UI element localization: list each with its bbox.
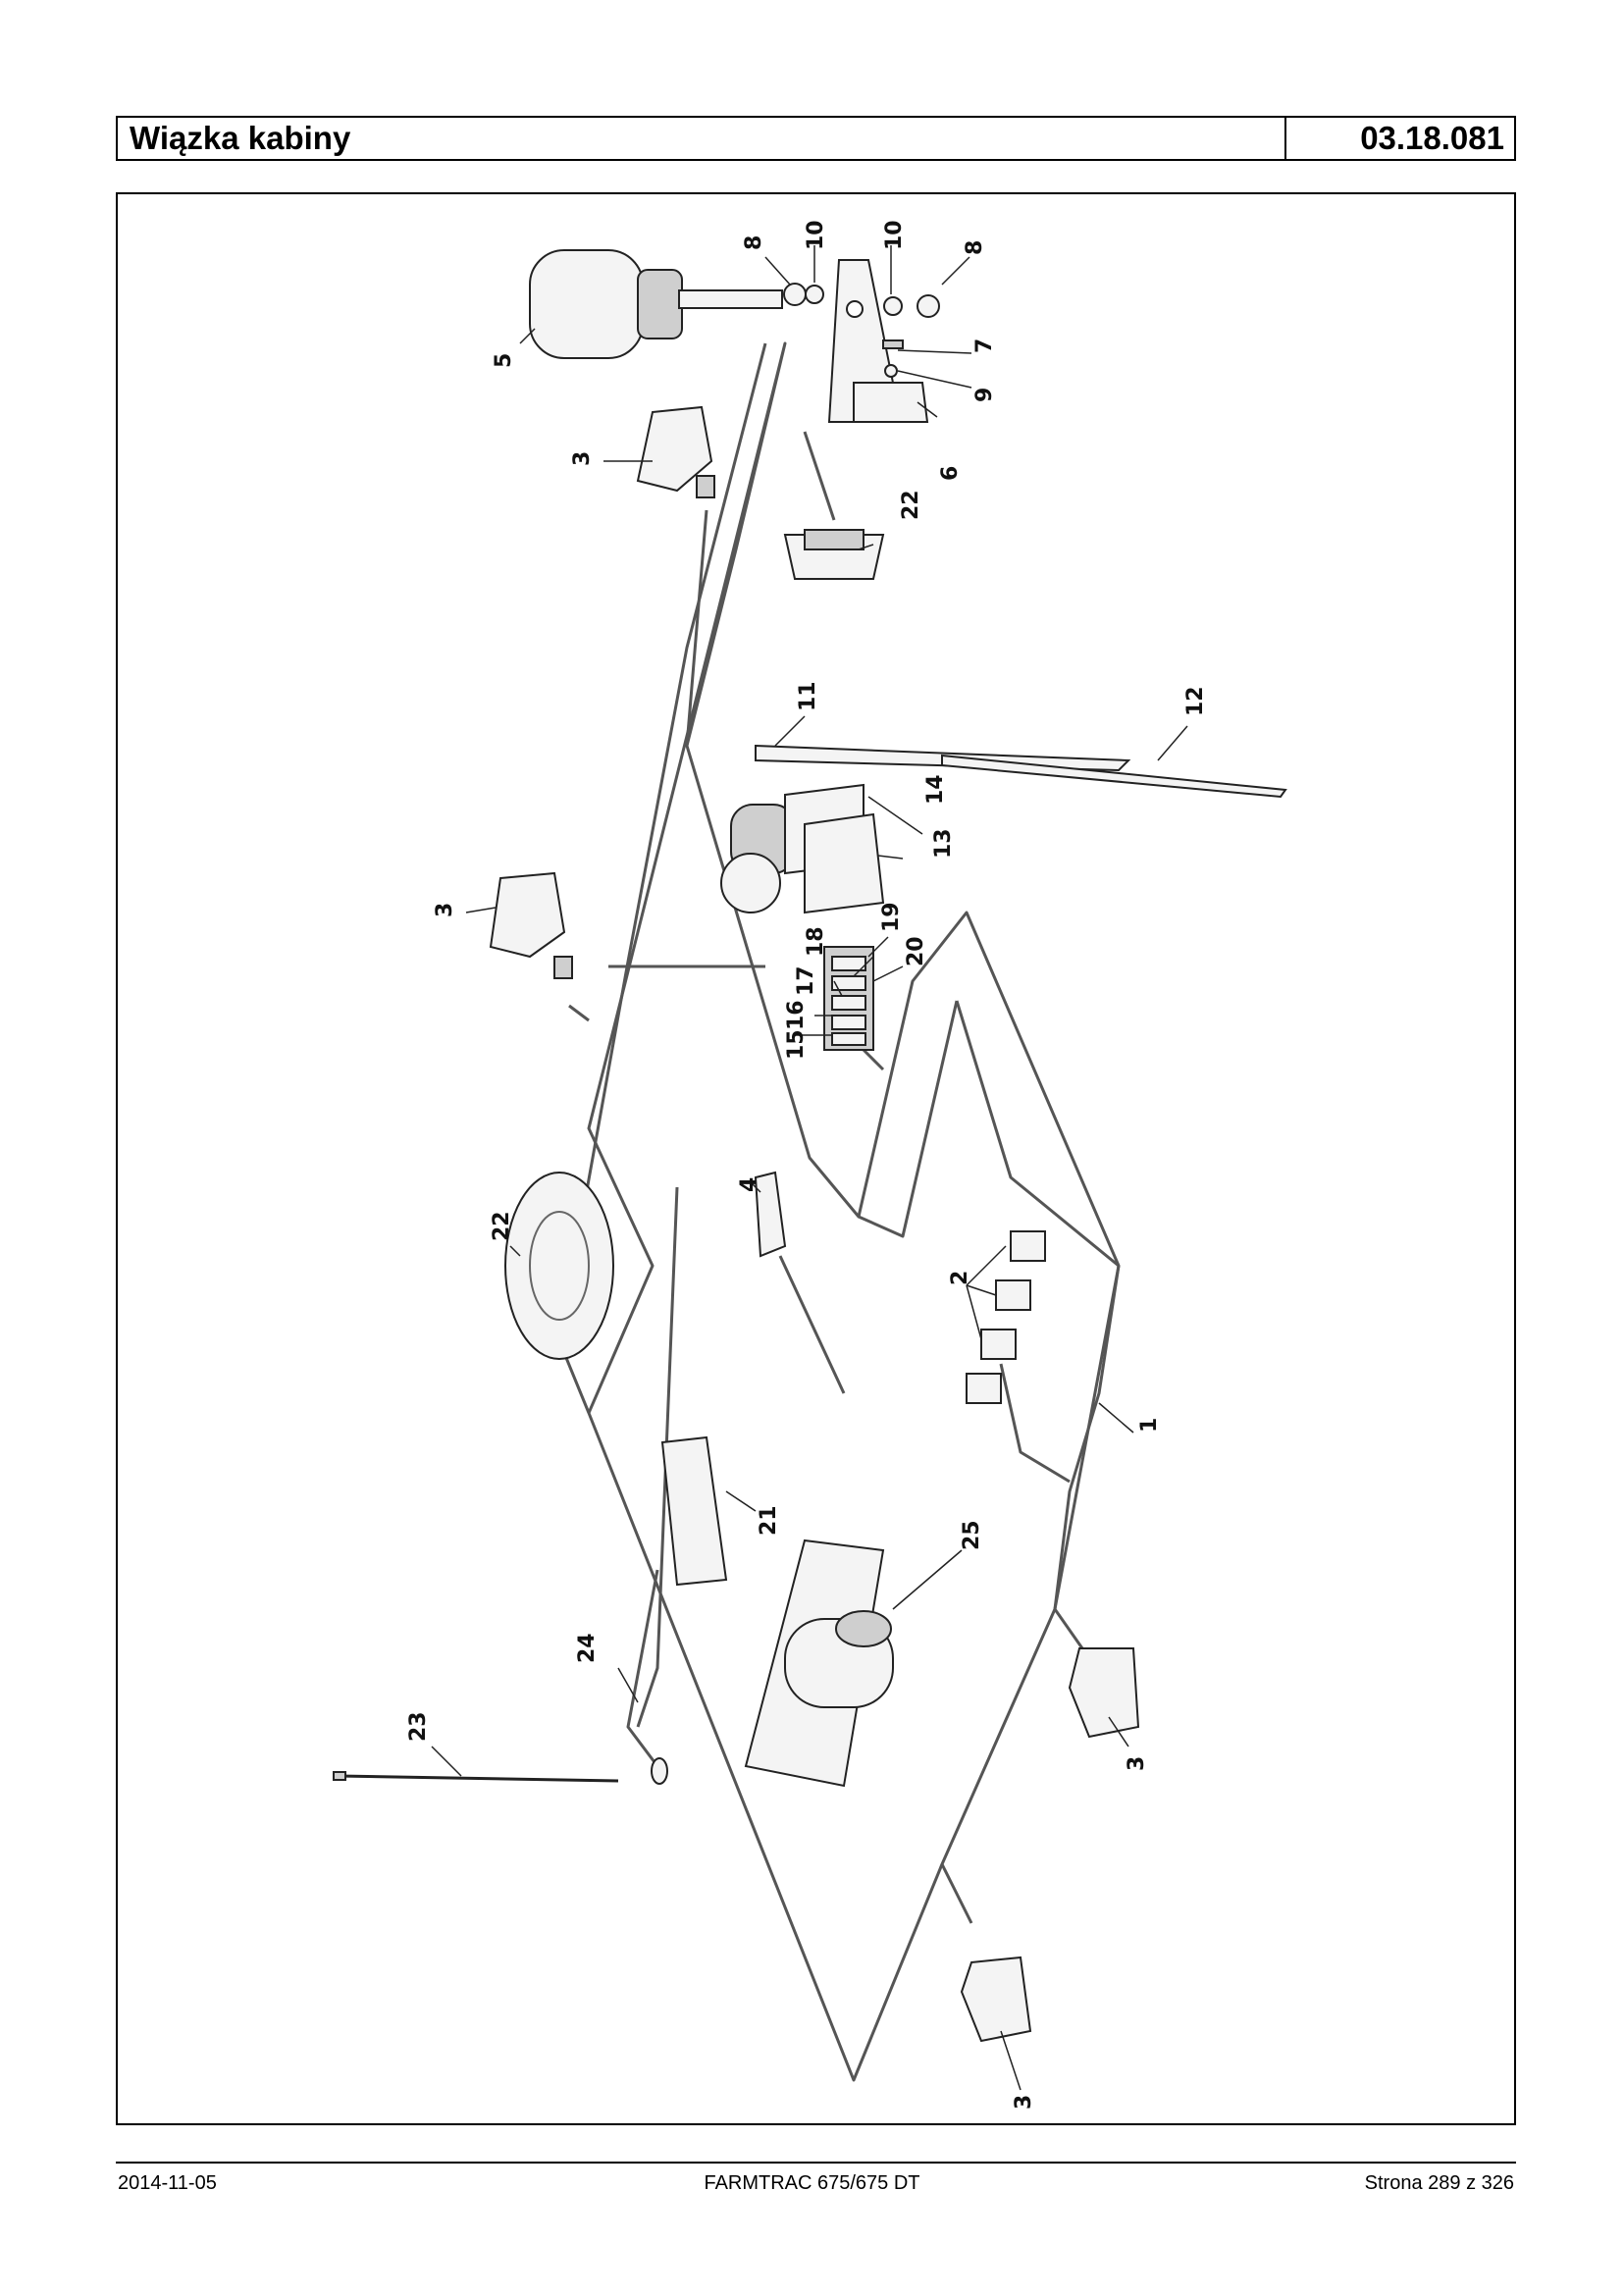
callout-16: 16 bbox=[784, 1000, 809, 1030]
speaker-top bbox=[783, 529, 885, 580]
header: Wiązka kabiny 03.18.081 bbox=[116, 116, 1516, 161]
callout-12: 12 bbox=[1183, 686, 1208, 716]
page-title: Wiązka kabiny bbox=[118, 118, 1286, 159]
callout-7: 7 bbox=[972, 339, 997, 353]
section-code: 03.18.081 bbox=[1360, 120, 1504, 156]
callout-19: 19 bbox=[879, 902, 904, 932]
connector-group bbox=[966, 1230, 1046, 1404]
callout-25: 25 bbox=[960, 1520, 984, 1550]
callout-8b: 8 bbox=[963, 240, 987, 255]
callout-10b: 10 bbox=[882, 220, 907, 250]
speaker-oval bbox=[504, 1172, 614, 1360]
callout-18: 18 bbox=[804, 926, 828, 957]
antenna-rod bbox=[333, 1771, 619, 1783]
callout-11: 11 bbox=[796, 681, 820, 711]
diagram-frame bbox=[116, 192, 1516, 2125]
relay-unit bbox=[754, 1171, 787, 1258]
callout-24: 24 bbox=[575, 1633, 600, 1663]
callout-6: 6 bbox=[938, 466, 963, 481]
callout-13: 13 bbox=[931, 828, 956, 859]
mounting-bracket bbox=[827, 259, 929, 423]
callout-22b: 22 bbox=[490, 1211, 514, 1241]
radio-unit bbox=[660, 1435, 728, 1587]
work-lamp-2 bbox=[489, 871, 573, 979]
callout-1: 1 bbox=[1137, 1418, 1162, 1433]
callout-3a: 3 bbox=[570, 451, 595, 466]
callout-3d: 3 bbox=[1012, 2095, 1036, 2110]
callout-3b: 3 bbox=[433, 903, 457, 917]
footer-date: 2014-11-05 bbox=[118, 2172, 217, 2194]
wiper-assembly bbox=[720, 744, 1287, 914]
callout-2: 2 bbox=[948, 1271, 972, 1285]
callout-23: 23 bbox=[406, 1711, 431, 1742]
callout-4: 4 bbox=[737, 1177, 761, 1192]
callout-8a: 8 bbox=[742, 235, 766, 250]
callout-labels: 1 2 3 3 3 3 4 5 6 7 8 8 9 10 10 11 12 13… bbox=[406, 220, 1208, 2110]
beacon-lamp bbox=[529, 249, 783, 359]
footer-rule bbox=[116, 2162, 1516, 2164]
footer-model: FARMTRAC 675/675 DT bbox=[704, 2172, 920, 2194]
cylinder-bracket bbox=[744, 1539, 894, 1788]
antenna-base bbox=[651, 1757, 668, 1785]
work-lamp-4 bbox=[960, 1956, 1032, 2043]
fasteners bbox=[783, 283, 940, 378]
callout-14: 14 bbox=[923, 774, 948, 805]
callout-21: 21 bbox=[757, 1505, 781, 1536]
callout-10a: 10 bbox=[804, 220, 828, 250]
callout-9: 9 bbox=[972, 388, 997, 402]
leader-lines bbox=[431, 245, 1188, 2091]
callout-3c: 3 bbox=[1125, 1756, 1149, 1771]
work-lamp-3 bbox=[1068, 1647, 1140, 1739]
callout-20: 20 bbox=[904, 936, 928, 966]
work-lamp-1 bbox=[636, 405, 715, 498]
callout-22a: 22 bbox=[899, 490, 923, 520]
callout-5: 5 bbox=[492, 353, 516, 368]
harness-wires bbox=[543, 341, 1121, 2082]
callout-17: 17 bbox=[794, 965, 818, 996]
footer-page-number: Strona 289 z 326 bbox=[1364, 2172, 1514, 2194]
callout-15: 15 bbox=[784, 1029, 809, 1060]
